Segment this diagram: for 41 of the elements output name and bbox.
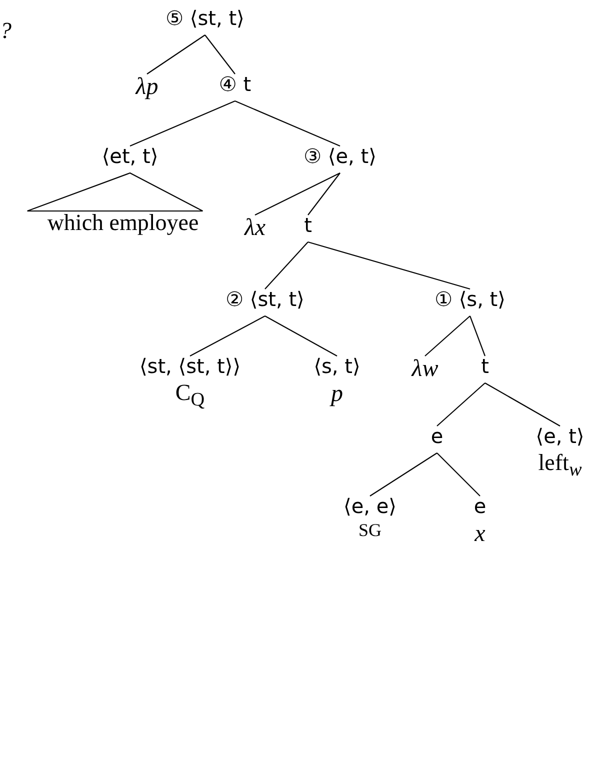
- tree-branch: [370, 452, 438, 496]
- type-label: ④ t: [218, 72, 252, 97]
- tree-branch: [190, 316, 266, 356]
- tree-branch: [469, 316, 486, 356]
- tree-branch: [424, 316, 470, 356]
- tree-branch: [484, 382, 560, 426]
- variable-label: p: [328, 380, 344, 409]
- tree-triangle: [26, 172, 204, 212]
- tree-branch: [436, 452, 480, 496]
- type-label: ⟨e, e⟩: [344, 494, 396, 519]
- tree-branch: [204, 34, 236, 74]
- tree-branch: [234, 100, 340, 146]
- word-label: left$_{w}$: [537, 449, 583, 483]
- type-label: ⟨st, ⟨st, t⟩⟩: [140, 354, 240, 379]
- type-label: ② ⟨st, t⟩: [226, 287, 304, 312]
- tree-branch: [146, 34, 206, 74]
- word-label: C$_{Q}$: [174, 379, 206, 413]
- variable-label: λp: [136, 73, 158, 102]
- type-label: t: [481, 354, 489, 379]
- type-label: ⑤ ⟨st, t⟩: [166, 6, 244, 31]
- variable-label: x: [474, 520, 486, 549]
- type-label: ③ ⟨e, t⟩: [304, 144, 376, 169]
- feature-label: SG: [357, 519, 382, 542]
- variable-label: λw: [412, 355, 438, 384]
- type-label: e: [474, 494, 486, 519]
- variable-label: λx: [244, 214, 266, 243]
- tree-branch: [130, 100, 236, 146]
- word-label: which employee: [47, 209, 199, 237]
- tree-branch: [308, 241, 470, 290]
- type-label: e: [430, 424, 444, 449]
- tree-branch: [264, 242, 308, 290]
- tree-branch: [308, 172, 340, 216]
- type-label: t: [304, 213, 312, 238]
- type-label: ① ⟨s, t⟩: [434, 287, 506, 312]
- type-label: ⟨et, t⟩: [102, 144, 158, 169]
- tree-branch: [264, 316, 338, 356]
- question-mark: ?: [0, 18, 12, 44]
- type-label: ⟨s, t⟩: [314, 354, 360, 379]
- tree-branch: [436, 382, 486, 426]
- tree-branch: [254, 172, 340, 216]
- type-label: ⟨e, t⟩: [536, 424, 584, 449]
